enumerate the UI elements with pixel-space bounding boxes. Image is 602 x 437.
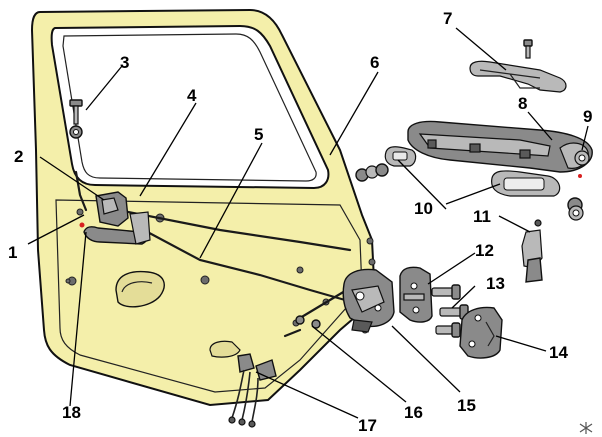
callout-10: 10 [414,199,433,218]
striker-plate-14 [459,306,503,359]
callout-12: 12 [475,241,494,260]
callout-11: 11 [473,207,491,226]
red-marker-dot [79,222,85,228]
callout-3: 3 [120,53,129,72]
callout-6: 6 [370,53,379,72]
handle-lever-7 [469,60,567,93]
lock-bracket-12 [399,266,433,323]
callout-14: 14 [549,343,568,362]
lock-mechanism-15 [342,268,395,333]
inner-handle-assembly [76,191,151,245]
pin-16 [283,315,321,338]
outer-handle-8 [407,120,593,173]
gaskets-10 [355,146,561,197]
screw-7 [523,39,533,59]
callout-5: 5 [254,125,263,144]
callout-16: 16 [404,403,423,422]
corner-mark-icon [579,422,593,434]
callout-15: 15 [457,396,476,415]
screw-3 [69,99,83,139]
callout-1: 1 [8,243,17,262]
door-panel [30,8,377,407]
cable-connectors-17 [228,353,277,428]
callout-7: 7 [443,9,452,28]
nuts-9 [567,150,590,221]
callout-8: 8 [518,94,527,113]
callout-2: 2 [14,147,23,166]
callout-labels: 1 2 3 4 5 6 7 8 9 10 11 12 13 14 15 16 1… [8,9,592,435]
callout-13: 13 [486,274,505,293]
callout-4: 4 [187,86,197,105]
leader-lines [27,27,589,419]
callout-17: 17 [358,416,377,435]
callout-18: 18 [62,403,81,422]
clip-11 [521,219,543,283]
callout-9: 9 [583,107,592,126]
